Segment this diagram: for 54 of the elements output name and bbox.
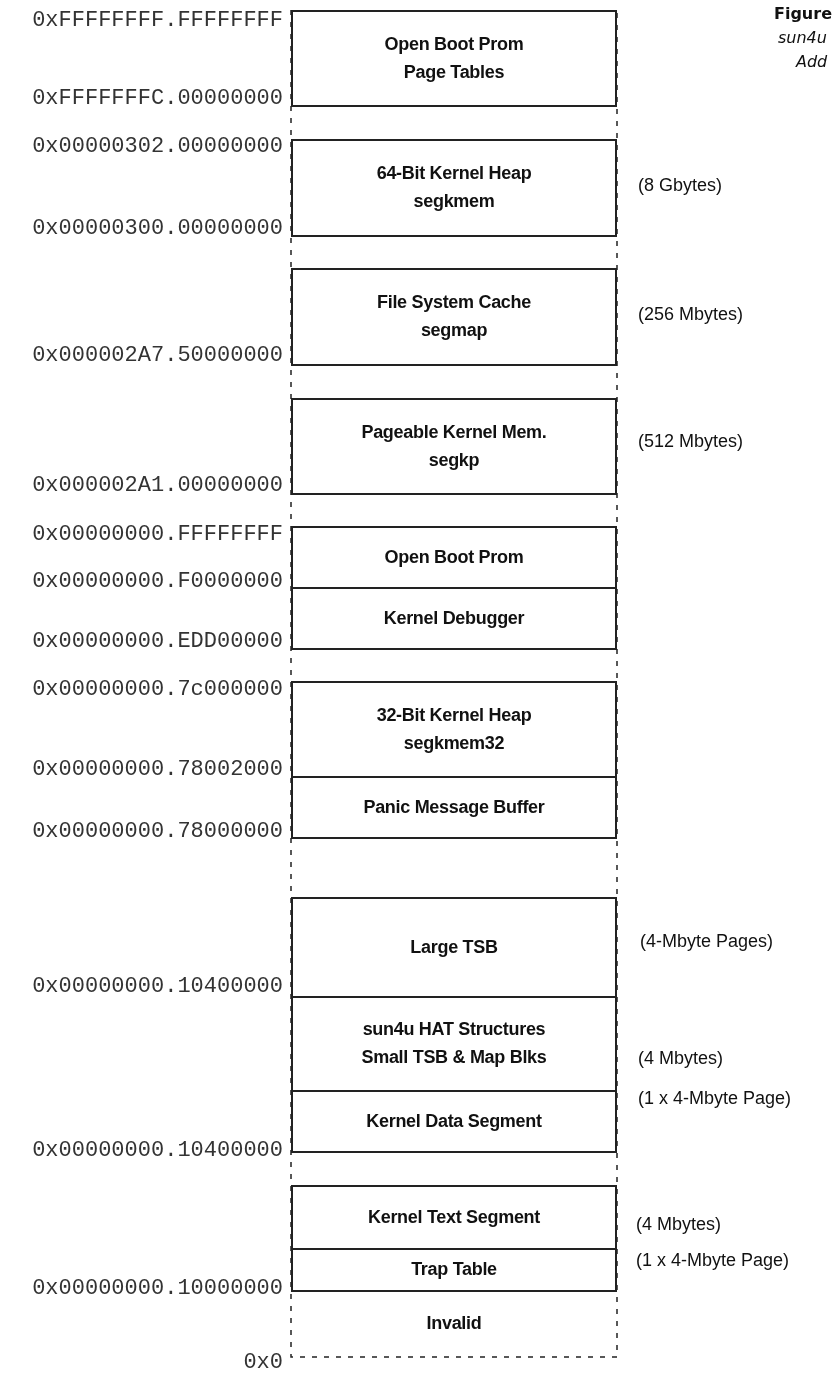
size-note: (1 x 4-Mbyte Page)	[636, 1250, 790, 1271]
address-label: 0x00000000.78000000	[32, 819, 283, 844]
address-label: 0x000002A7.50000000	[32, 343, 283, 368]
memory-segment-box	[291, 587, 617, 650]
size-note: (8 Gbytes)	[638, 175, 723, 196]
size-note: (512 Mbytes)	[638, 431, 744, 452]
memory-segment-box	[291, 10, 617, 107]
memory-segment-box	[291, 1248, 617, 1292]
address-label: 0xFFFFFFFC.00000000	[32, 86, 283, 111]
size-note: (4 Mbytes)	[636, 1214, 722, 1235]
segment-name: Panic Message Buffer	[362, 795, 546, 819]
address-label: 0x00000000.7c000000	[32, 677, 283, 702]
address-label: 0x00000000.10400000	[32, 1138, 283, 1163]
figure-title: Add	[796, 52, 828, 71]
figure-title: sun4u	[778, 28, 827, 47]
segment-name: Kernel Data Segment	[365, 1109, 543, 1133]
memory-segment-box	[291, 526, 617, 589]
address-label: 0x00000000.EDD00000	[32, 629, 283, 654]
memory-segment-box	[291, 897, 617, 998]
memory-segment-box	[291, 398, 617, 495]
address-label: 0x00000000.FFFFFFFF	[32, 522, 283, 547]
address-label: 0x00000000.10000000	[32, 1276, 283, 1301]
address-label: 0x00000000.F0000000	[32, 569, 283, 594]
size-note: (4-Mbyte Pages)	[640, 931, 774, 952]
segment-name: Large TSB	[409, 935, 499, 959]
segment-name: Kernel Debugger	[382, 606, 526, 630]
segment-name: Pageable Kernel Mem. segkp	[360, 420, 548, 472]
segment-name: sun4u HAT Structures Small TSB & Map Blks	[360, 1018, 548, 1069]
memory-segment-box	[291, 139, 617, 237]
address-label: 0x00000000.10400000	[32, 974, 283, 999]
size-note: (4 Mbytes)	[638, 1048, 724, 1069]
segment-name: 32-Bit Kernel Heap segkmem32	[375, 703, 533, 755]
address-label: 0x00000302.00000000	[32, 134, 283, 159]
address-label: 0x0	[243, 1350, 283, 1375]
segment-name: Trap Table	[410, 1258, 498, 1282]
size-note: (1 x 4-Mbyte Page)	[638, 1088, 792, 1109]
memory-segment-box	[291, 776, 617, 839]
size-note: (256 Mbytes)	[638, 304, 744, 325]
memory-segment-box	[291, 268, 617, 366]
memory-segment-box	[291, 996, 617, 1092]
segment-name: Open Boot Prom Page Tables	[383, 32, 525, 84]
figure-title: Figure	[774, 4, 832, 23]
address-label: 0xFFFFFFFF.FFFFFFFF	[32, 8, 283, 33]
segment-name: Kernel Text Segment	[367, 1205, 541, 1229]
address-label: 0x000002A1.00000000	[32, 473, 283, 498]
memory-segment-box	[291, 1185, 617, 1250]
memory-segment-box	[291, 1090, 617, 1153]
address-label: 0x00000300.00000000	[32, 216, 283, 241]
segment-name: File System Cache segmap	[376, 291, 532, 342]
segment-name: Invalid	[425, 1311, 483, 1335]
segment-name: Open Boot Prom	[383, 545, 525, 569]
address-label: 0x00000000.78002000	[32, 757, 283, 782]
memory-segment-box	[291, 681, 617, 778]
segment-name: 64-Bit Kernel Heap segkmem	[375, 162, 533, 213]
